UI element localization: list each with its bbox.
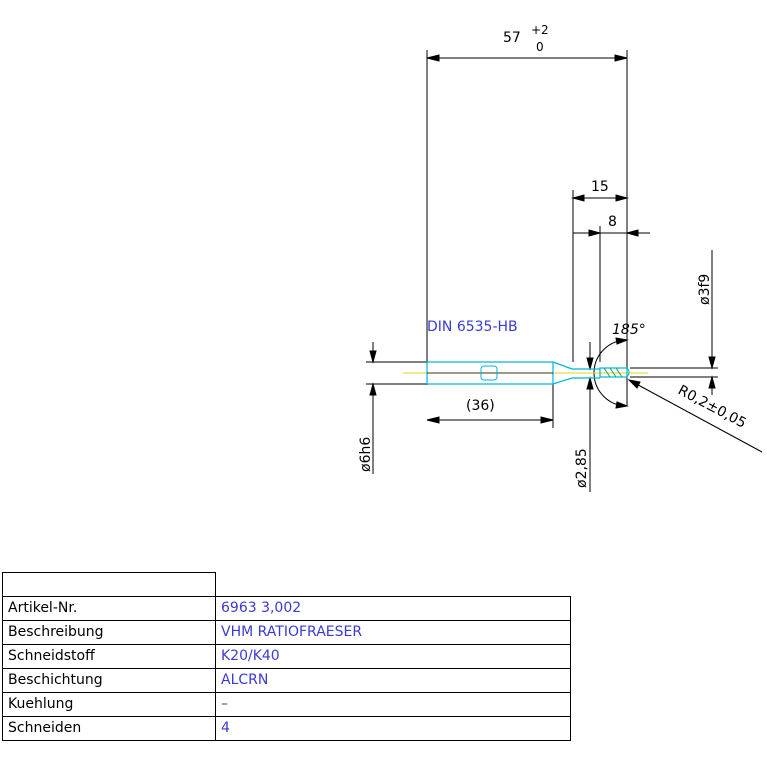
dim-8	[573, 226, 650, 362]
dim-tip-diameter	[630, 250, 718, 395]
row-label: Kuehlung	[2, 692, 216, 717]
dim-shank-diameter	[366, 342, 427, 474]
spec-table: Artikel-Nr. 6963 3,002 Beschreibung VHM …	[2, 572, 571, 741]
row-label: Artikel-Nr.	[2, 596, 216, 621]
table-row: Beschreibung VHM RATIOFRAESER	[2, 620, 571, 645]
row-label: Beschichtung	[2, 668, 216, 693]
dim-corner-radius	[627, 379, 763, 453]
dim-point-angle-value: 185°	[612, 322, 646, 338]
row-label: Schneiden	[2, 716, 216, 741]
table-row: Schneidstoff K20/K40	[2, 644, 571, 669]
dim-15	[571, 190, 629, 362]
dim-36-value: (36)	[466, 398, 495, 414]
row-value: –	[215, 692, 571, 717]
dim-overall-value: 57	[503, 30, 521, 46]
dim-shank-diameter-value: ø6h6	[358, 437, 374, 472]
table-row: Artikel-Nr. 6963 3,002	[2, 596, 571, 621]
dim-tip-diameter-value: ø3f9	[697, 274, 713, 305]
dim-overall-tol-upper: +2	[531, 23, 549, 37]
shank-standard-label: DIN 6535-HB	[427, 319, 518, 335]
row-value: ALCRN	[215, 668, 571, 693]
row-value: K20/K40	[215, 644, 571, 669]
table-header-blank	[215, 572, 571, 597]
table-row: Beschichtung ALCRN	[2, 668, 571, 693]
table-header-cell	[2, 572, 216, 597]
table-row: Schneiden 4	[2, 716, 571, 741]
dim-overall-tol-lower: 0	[536, 40, 544, 54]
dim-8-value: 8	[608, 214, 617, 230]
row-value: 6963 3,002	[215, 596, 571, 621]
table-header-row	[2, 572, 571, 597]
dim-neck-diameter	[586, 342, 594, 492]
dim-15-value: 15	[591, 179, 609, 195]
dim-overall-length	[426, 50, 628, 385]
row-value: 4	[215, 716, 571, 741]
table-row: Kuehlung –	[2, 692, 571, 717]
dim-neck-diameter-value: ø2,85	[574, 448, 590, 488]
row-label: Schneidstoff	[2, 644, 216, 669]
row-label: Beschreibung	[2, 620, 216, 645]
tool-body	[403, 361, 648, 385]
row-value: VHM RATIOFRAESER	[215, 620, 571, 645]
dim-36	[426, 362, 554, 428]
